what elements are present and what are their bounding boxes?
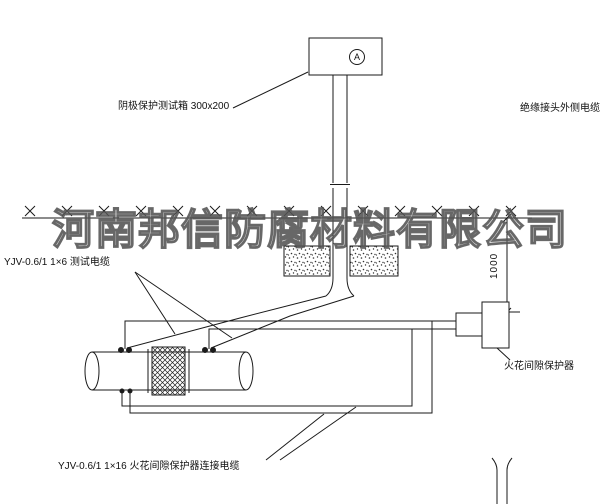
test-box (308, 37, 383, 76)
spark-gap-leader-line (496, 347, 511, 361)
test-cable-leader-lines (134, 271, 233, 339)
test-box-leader-line (232, 71, 309, 109)
concrete-foundations (283, 245, 399, 277)
dimension-label: 1000 (489, 252, 500, 279)
pipeline (84, 346, 254, 396)
watermark: 河南邦信防腐材料有限公司 (51, 208, 569, 254)
cable-end-symbol (491, 457, 513, 504)
test-cable-label: YJV-0.6/1 1×6 测试电缆 (4, 257, 110, 268)
ground-line (22, 205, 532, 219)
cable-end-right (346, 277, 355, 297)
test-cables (126, 295, 355, 349)
spark-gap-cables (121, 320, 456, 414)
spark-gap-protector (455, 301, 510, 349)
connection-cable-label: YJV-0.6/1 1×16 火花间隙保护器连接电缆 (58, 461, 240, 472)
connection-cable-leader-lines (265, 406, 357, 461)
spark-gap-label: 火花间隙保护器 (504, 361, 574, 372)
ammeter-label: A (353, 52, 360, 62)
conduit-riser (325, 75, 355, 297)
insulating-joint (147, 346, 190, 396)
cable-end-left (325, 277, 334, 297)
outer-cable-label: 绝缘接头外侧电缆 (520, 103, 600, 114)
ammeter-circle-icon (349, 49, 365, 65)
test-box-label: 阴极保护测试箱 300x200 (118, 101, 230, 112)
